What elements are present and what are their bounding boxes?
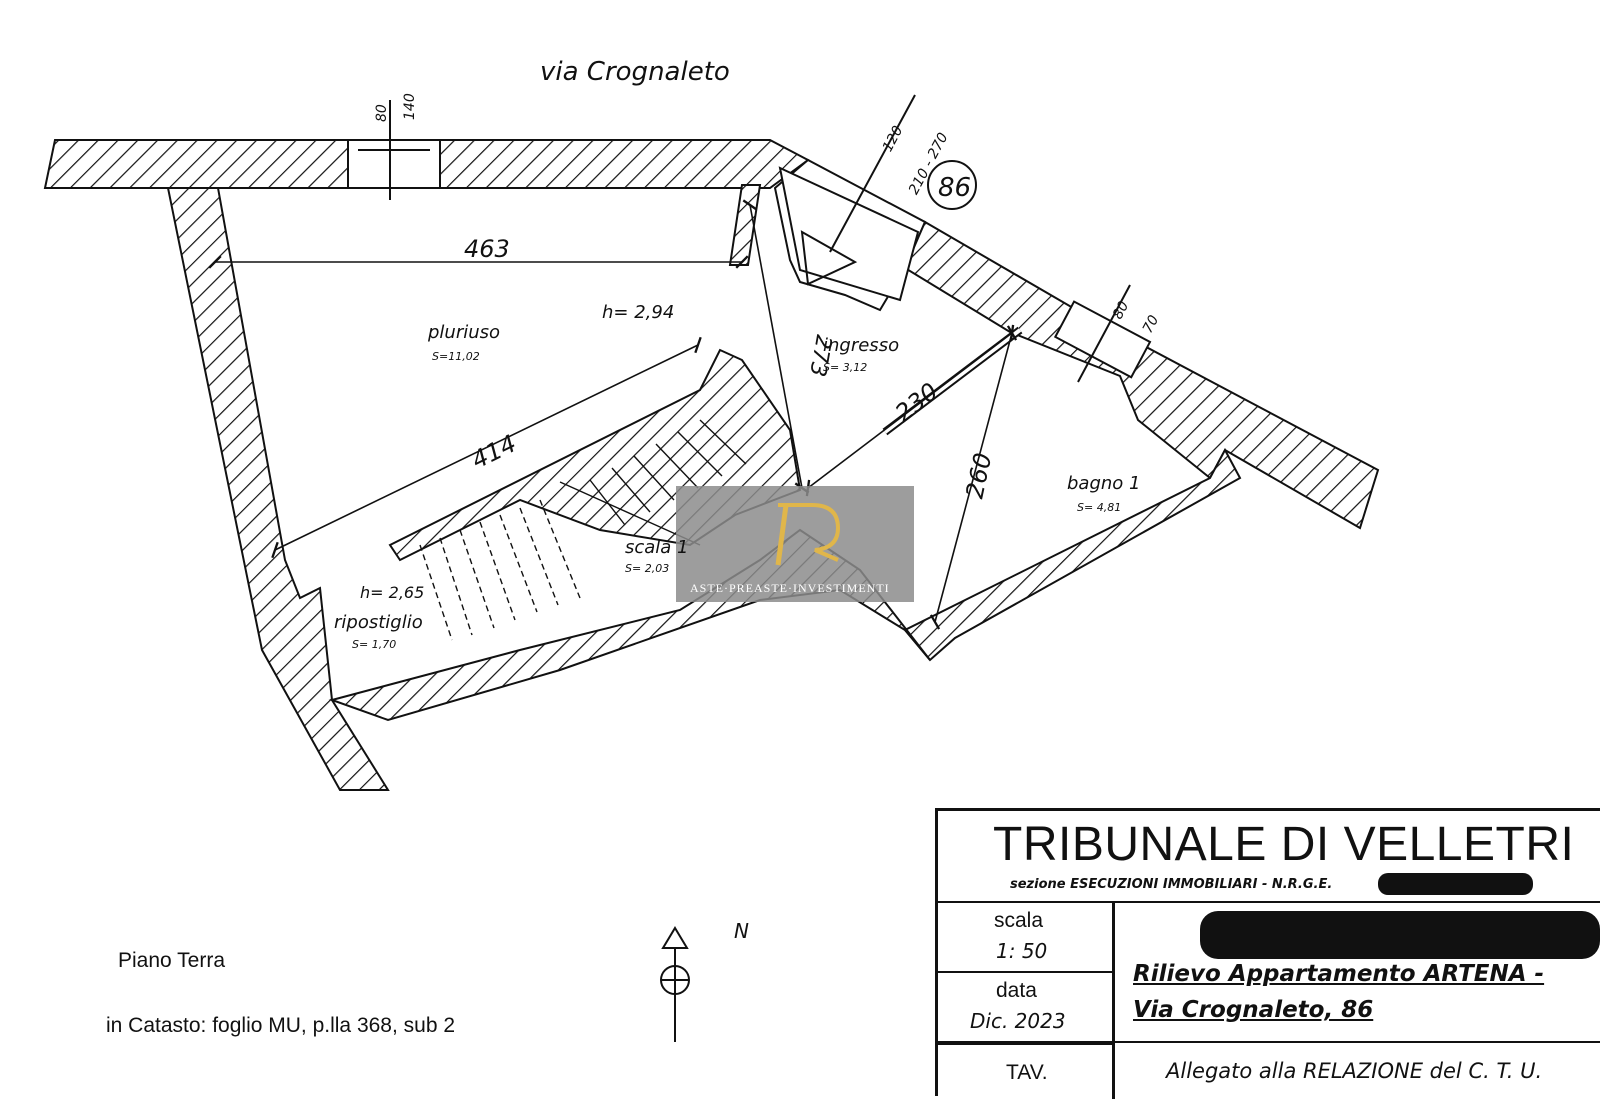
dim-463: 463 bbox=[464, 235, 510, 263]
court-title: TRIBUNALE DI VELLETRI bbox=[993, 818, 1575, 871]
attachment-note: Allegato alla RELAZIONE del C. T. U. bbox=[1166, 1059, 1543, 1083]
window-top bbox=[347, 139, 441, 189]
north-label: N bbox=[734, 919, 749, 943]
window-bath-height: 70 bbox=[1140, 313, 1163, 336]
room-bagno-area: S= 4,81 bbox=[1077, 501, 1121, 514]
date-cell: data Dic. 2023 bbox=[938, 973, 1114, 1045]
dim-273-line bbox=[742, 199, 810, 494]
dim-414-line bbox=[271, 336, 702, 559]
wall-left bbox=[166, 187, 390, 791]
dimension-lines bbox=[208, 199, 1018, 630]
window-top-height: 140 bbox=[402, 93, 418, 120]
room-bagno: bagno 1 bbox=[1067, 473, 1140, 494]
court-section: sezione ESECUZIONI IMMOBILIARI - N.R.G.E… bbox=[1010, 877, 1333, 892]
survey-title-2: Via Crognaleto, 86 bbox=[1133, 997, 1374, 1023]
survey-title-1: Rilievo Appartamento ARTENA - bbox=[1133, 961, 1545, 987]
scale-value: 1: 50 bbox=[996, 939, 1048, 963]
title-block-divider bbox=[1112, 903, 1115, 1099]
room-ripostiglio: ripostiglio bbox=[334, 612, 423, 633]
room-ingresso-area: S= 3,12 bbox=[823, 361, 867, 374]
tav-label: TAV. bbox=[1006, 1061, 1048, 1084]
watermark bbox=[676, 486, 914, 602]
scale-cell: scala 1: 50 bbox=[938, 903, 1114, 973]
title-block-header: TRIBUNALE DI VELLETRI sezione ESECUZIONI… bbox=[938, 811, 1600, 903]
room-ingresso: ingresso bbox=[823, 335, 899, 356]
room-pluriuso: pluriuso bbox=[427, 322, 500, 343]
room-scala-area: S= 2,03 bbox=[625, 562, 669, 575]
redaction-header bbox=[1378, 873, 1533, 895]
street-label: via Crognaleto bbox=[540, 57, 730, 87]
title-block: TRIBUNALE DI VELLETRI sezione ESECUZIONI… bbox=[935, 808, 1600, 1099]
room-pluriuso-area: S=11,02 bbox=[432, 350, 480, 363]
dim-414: 414 bbox=[467, 429, 520, 474]
dim-260: 260 bbox=[960, 450, 997, 501]
dim-260-line bbox=[929, 325, 1018, 630]
floor-label: Piano Terra bbox=[118, 949, 226, 972]
watermark-text: ASTE·PREASTE·INVESTIMENTI bbox=[690, 581, 890, 595]
room-scala: scala 1 bbox=[625, 537, 689, 558]
redaction-body bbox=[1200, 911, 1600, 959]
date-label: data bbox=[996, 979, 1037, 1002]
scale-label: scala bbox=[994, 909, 1044, 932]
window-bath bbox=[1053, 300, 1152, 379]
cadastre-label: in Catasto: foglio MU, p.lla 368, sub 2 bbox=[106, 1014, 456, 1037]
house-number: 86 bbox=[938, 173, 971, 203]
date-value: Dic. 2023 bbox=[970, 1009, 1066, 1033]
house-number-circle bbox=[927, 160, 977, 210]
window-bath-sill: 80 bbox=[1110, 299, 1133, 322]
title-block-rule bbox=[938, 1041, 1600, 1045]
room-ripostiglio-area: S= 1,70 bbox=[352, 638, 396, 651]
height-pluriuso: h= 2,94 bbox=[602, 302, 674, 323]
north-arrow-icon bbox=[660, 926, 690, 1042]
door-entry-width: 120 bbox=[880, 123, 907, 154]
window-top-sill: 80 bbox=[374, 104, 390, 122]
height-ripostiglio: h= 2,65 bbox=[360, 583, 424, 602]
wall-door-jamb bbox=[728, 184, 762, 266]
